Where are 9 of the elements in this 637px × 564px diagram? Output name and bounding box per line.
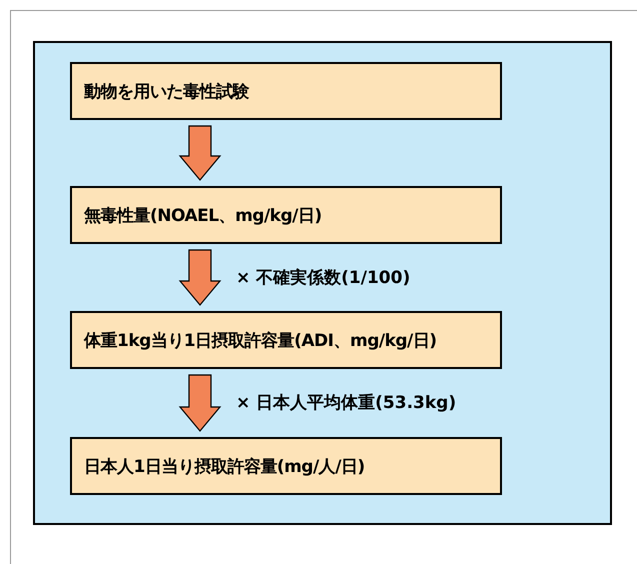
- block-arrow: [178, 374, 222, 432]
- edge-label: × 不確実係数(1/100): [236, 266, 410, 288]
- block-arrow: [178, 249, 222, 306]
- process-box: 無毒性量(NOAEL、mg/kg/日): [70, 186, 502, 244]
- edge-label: × 日本人平均体重(53.3kg): [236, 392, 456, 414]
- process-box: 動物を用いた毒性試験: [70, 62, 502, 120]
- process-box: 日本人1日当り摂取許容量(mg/人/日): [70, 437, 502, 495]
- process-box: 体重1kg当り1日摂取許容量(ADI、mg/kg/日): [70, 311, 502, 369]
- block-arrow: [178, 125, 222, 181]
